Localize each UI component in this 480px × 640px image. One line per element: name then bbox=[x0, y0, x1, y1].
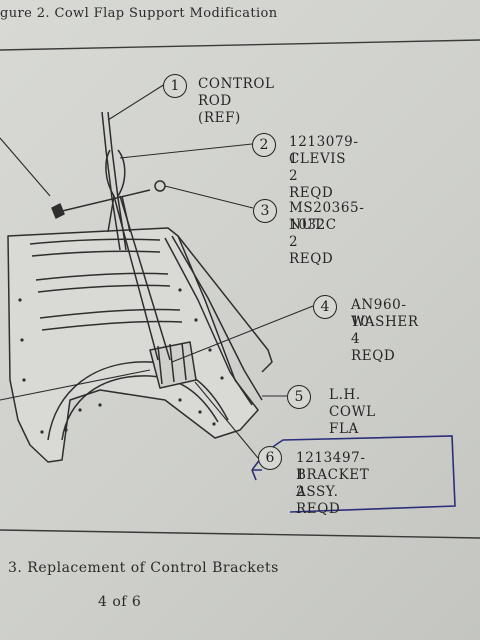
part-qty: 2 REQD bbox=[289, 234, 334, 267]
flap-rib bbox=[39, 308, 181, 319]
flap-rib bbox=[37, 284, 171, 293]
part-name: CLEVIS bbox=[289, 151, 347, 167]
bottom-rule bbox=[0, 529, 480, 539]
part-qty: 2 REQD bbox=[296, 484, 341, 517]
flap-curve bbox=[61, 375, 219, 441]
callout-number: 1 bbox=[163, 74, 187, 98]
section-heading: 3. Replacement of Control Brackets bbox=[8, 560, 279, 576]
part-number: MS20365-1032C bbox=[289, 200, 365, 233]
part-number: 1213079-1 bbox=[289, 134, 359, 167]
nut-symbol bbox=[154, 180, 166, 192]
flap-rib bbox=[35, 272, 169, 281]
flap-rib bbox=[31, 250, 161, 257]
bracket-detail bbox=[157, 342, 187, 385]
bolt-shaft bbox=[57, 189, 151, 213]
top-rule bbox=[0, 39, 480, 51]
part-qty: 4 REQD bbox=[351, 331, 396, 364]
callout-number: 4 bbox=[313, 295, 337, 319]
callout-number: 6 bbox=[258, 446, 282, 470]
bolt-head bbox=[51, 203, 65, 219]
control-rod bbox=[101, 111, 121, 251]
side-rail bbox=[171, 235, 263, 401]
part-number: 1213497-1 bbox=[296, 450, 366, 483]
callout-number: 5 bbox=[287, 385, 311, 409]
side-rail bbox=[164, 237, 253, 406]
clevis bbox=[105, 149, 126, 197]
flap-body bbox=[7, 227, 259, 463]
flap-rib bbox=[29, 238, 161, 245]
callout-number: 2 bbox=[252, 133, 276, 157]
page-number: 4 of 6 bbox=[98, 594, 142, 610]
part-name: L.H. COWL FLA bbox=[329, 387, 376, 437]
flap-rib bbox=[41, 320, 183, 331]
part-qty: 2 REQD bbox=[289, 168, 334, 201]
part-name: BRACKET ASSY. bbox=[296, 467, 370, 500]
callout-label: CONTROL ROD (REF) bbox=[198, 76, 275, 126]
part-name: WASHER bbox=[351, 314, 419, 330]
callout-number: 3 bbox=[253, 199, 277, 223]
part-name: NUT bbox=[289, 217, 323, 233]
figure-caption: gure 2. Cowl Flap Support Modification bbox=[0, 6, 278, 21]
link-arm bbox=[107, 195, 131, 233]
leader-lines bbox=[0, 83, 314, 459]
part-number: AN960-10 bbox=[351, 297, 407, 330]
bracket-rail bbox=[177, 235, 273, 373]
flap-curve bbox=[47, 361, 229, 441]
rivets bbox=[18, 288, 224, 434]
